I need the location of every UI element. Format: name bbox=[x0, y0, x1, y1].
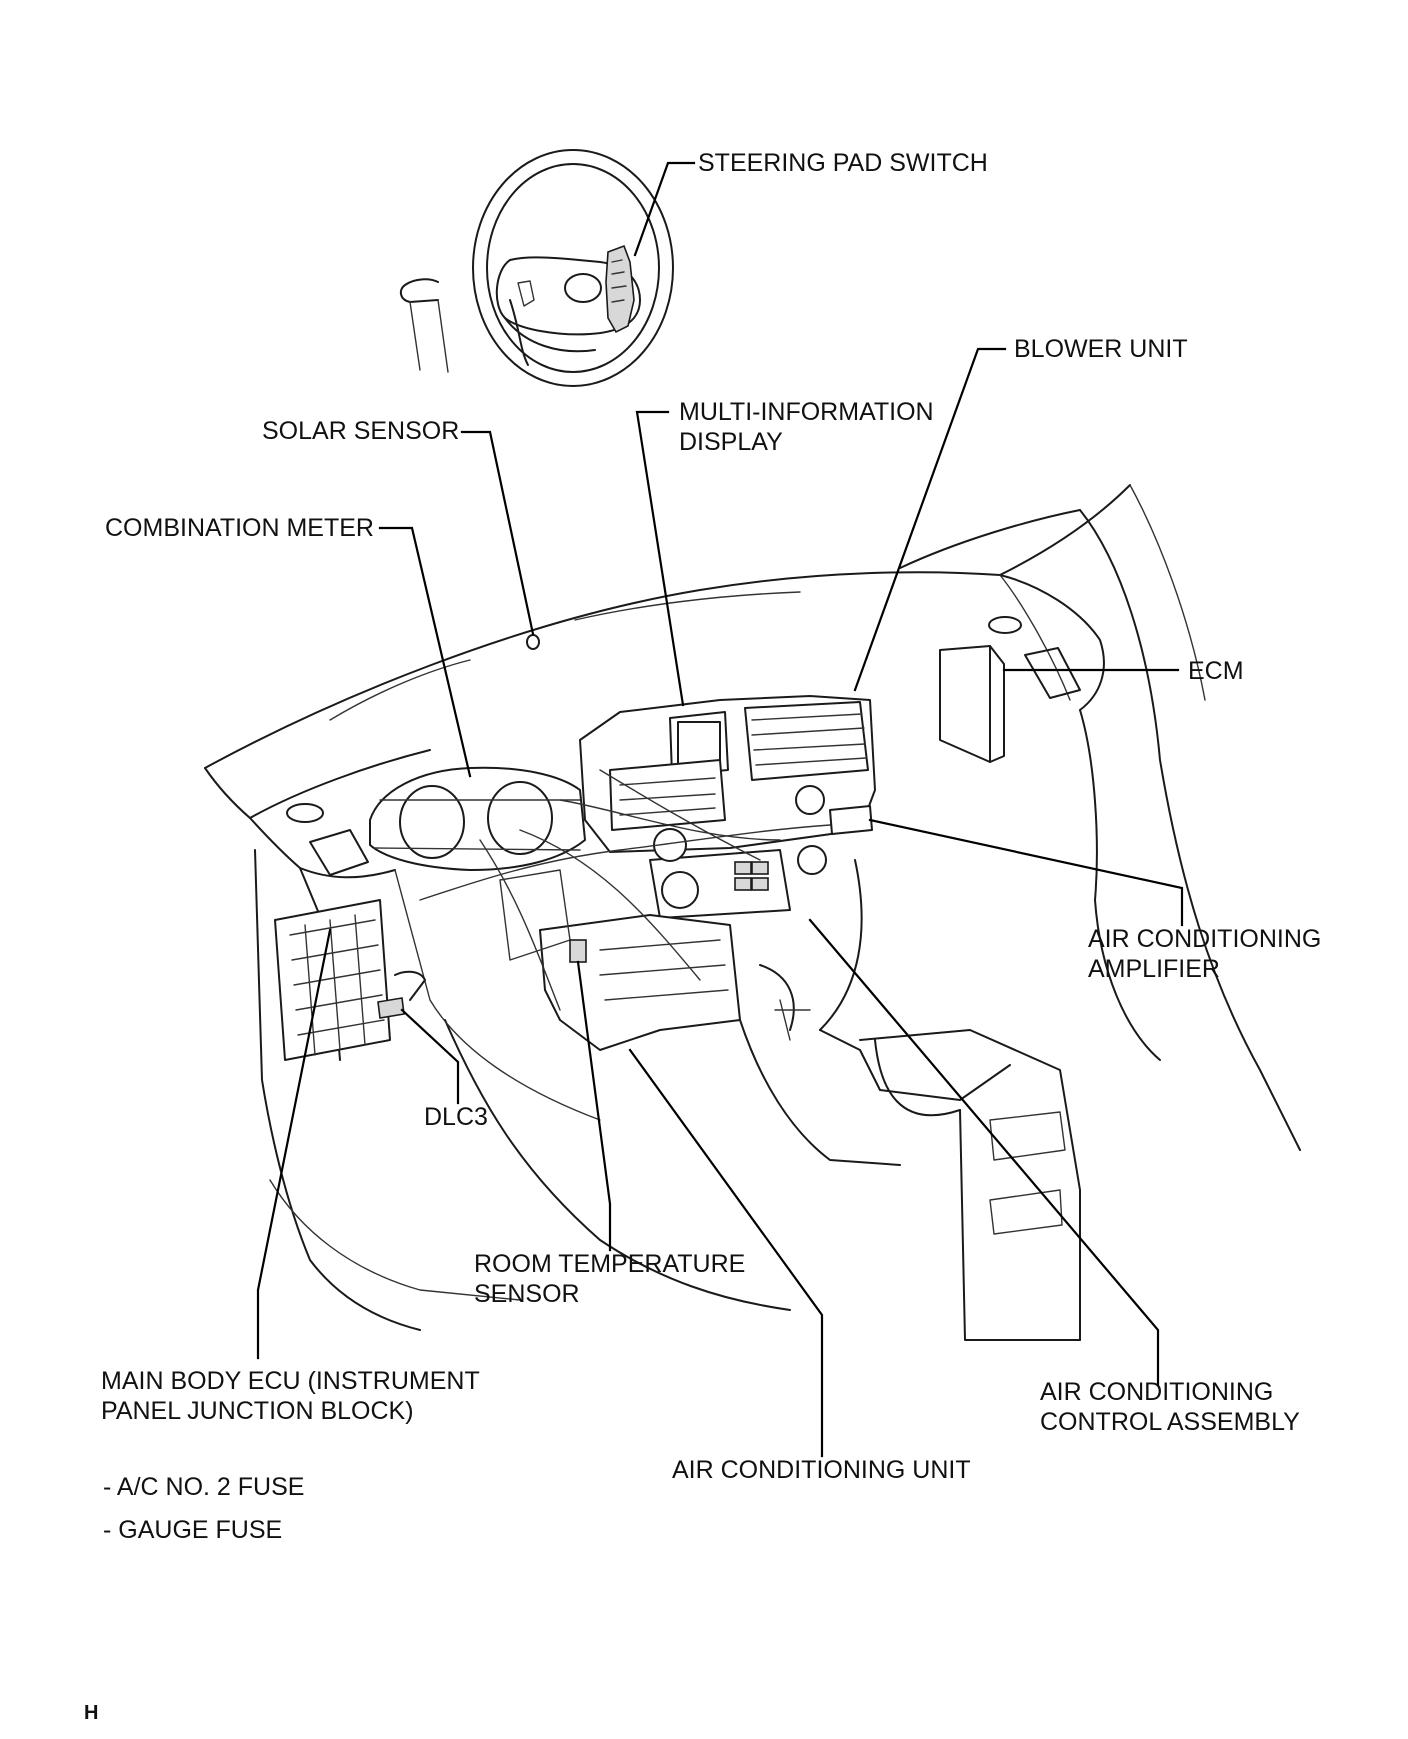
solar-sensor-part bbox=[526, 634, 540, 650]
label-ecm: ECM bbox=[1188, 657, 1244, 685]
ac-amplifier-part bbox=[829, 805, 873, 835]
leader-multi-information-display bbox=[635, 410, 685, 707]
leader-air-conditioning-amplifier bbox=[868, 818, 1184, 927]
label-fuse-gauge: - GAUGE FUSE bbox=[103, 1516, 283, 1544]
label-solar-sensor: SOLAR SENSOR bbox=[262, 417, 460, 445]
corner-mark: H bbox=[84, 1702, 99, 1724]
leader-dlc3 bbox=[400, 1008, 460, 1105]
leader-main-body-ecu bbox=[256, 928, 332, 1360]
label-multi-information-display-line2: DISPLAY bbox=[679, 428, 783, 456]
ecm-part bbox=[939, 645, 1005, 763]
combination-meter-part bbox=[369, 766, 586, 871]
leader-combination-meter bbox=[378, 526, 472, 778]
label-multi-information-display-line1: MULTI-INFORMATION bbox=[679, 398, 934, 426]
hvac-assembly bbox=[419, 695, 876, 1051]
label-air-conditioning-amplifier-line2: AMPLIFIER bbox=[1088, 955, 1220, 983]
main-body-ecu-part bbox=[274, 899, 391, 1061]
label-air-conditioning-control-assembly-line2: CONTROL ASSEMBLY bbox=[1040, 1408, 1300, 1436]
room-temperature-sensor-part bbox=[569, 939, 587, 963]
leader-air-conditioning-unit bbox=[628, 1048, 824, 1458]
label-room-temperature-sensor-line2: SENSOR bbox=[474, 1280, 580, 1308]
leader-air-conditioning-control-assembly bbox=[808, 918, 1160, 1387]
leader-room-temperature-sensor bbox=[576, 960, 612, 1252]
dlc3-part bbox=[377, 970, 426, 1019]
label-room-temperature-sensor-line1: ROOM TEMPERATURE bbox=[474, 1250, 746, 1278]
leader-blower-unit bbox=[853, 347, 1007, 692]
steering-wheel-inset bbox=[399, 149, 674, 387]
leader-solar-sensor bbox=[460, 430, 535, 636]
label-main-body-ecu-line2: PANEL JUNCTION BLOCK) bbox=[101, 1397, 414, 1425]
label-air-conditioning-amplifier-line1: AIR CONDITIONING bbox=[1088, 925, 1322, 953]
leader-lines bbox=[256, 161, 1184, 1458]
label-steering-pad-switch: STEERING PAD SWITCH bbox=[698, 149, 988, 177]
label-fuse-ac-no2: - A/C NO. 2 FUSE bbox=[103, 1473, 305, 1501]
label-dlc3: DLC3 bbox=[424, 1103, 488, 1131]
label-air-conditioning-unit: AIR CONDITIONING UNIT bbox=[672, 1456, 971, 1484]
label-combination-meter: COMBINATION METER bbox=[105, 514, 374, 542]
label-air-conditioning-control-assembly-line1: AIR CONDITIONING bbox=[1040, 1378, 1274, 1406]
label-main-body-ecu-line1: MAIN BODY ECU (INSTRUMENT bbox=[101, 1367, 480, 1395]
label-blower-unit: BLOWER UNIT bbox=[1014, 335, 1188, 363]
leader-steering-pad-switch bbox=[633, 161, 696, 257]
floor-and-console bbox=[269, 859, 1081, 1341]
